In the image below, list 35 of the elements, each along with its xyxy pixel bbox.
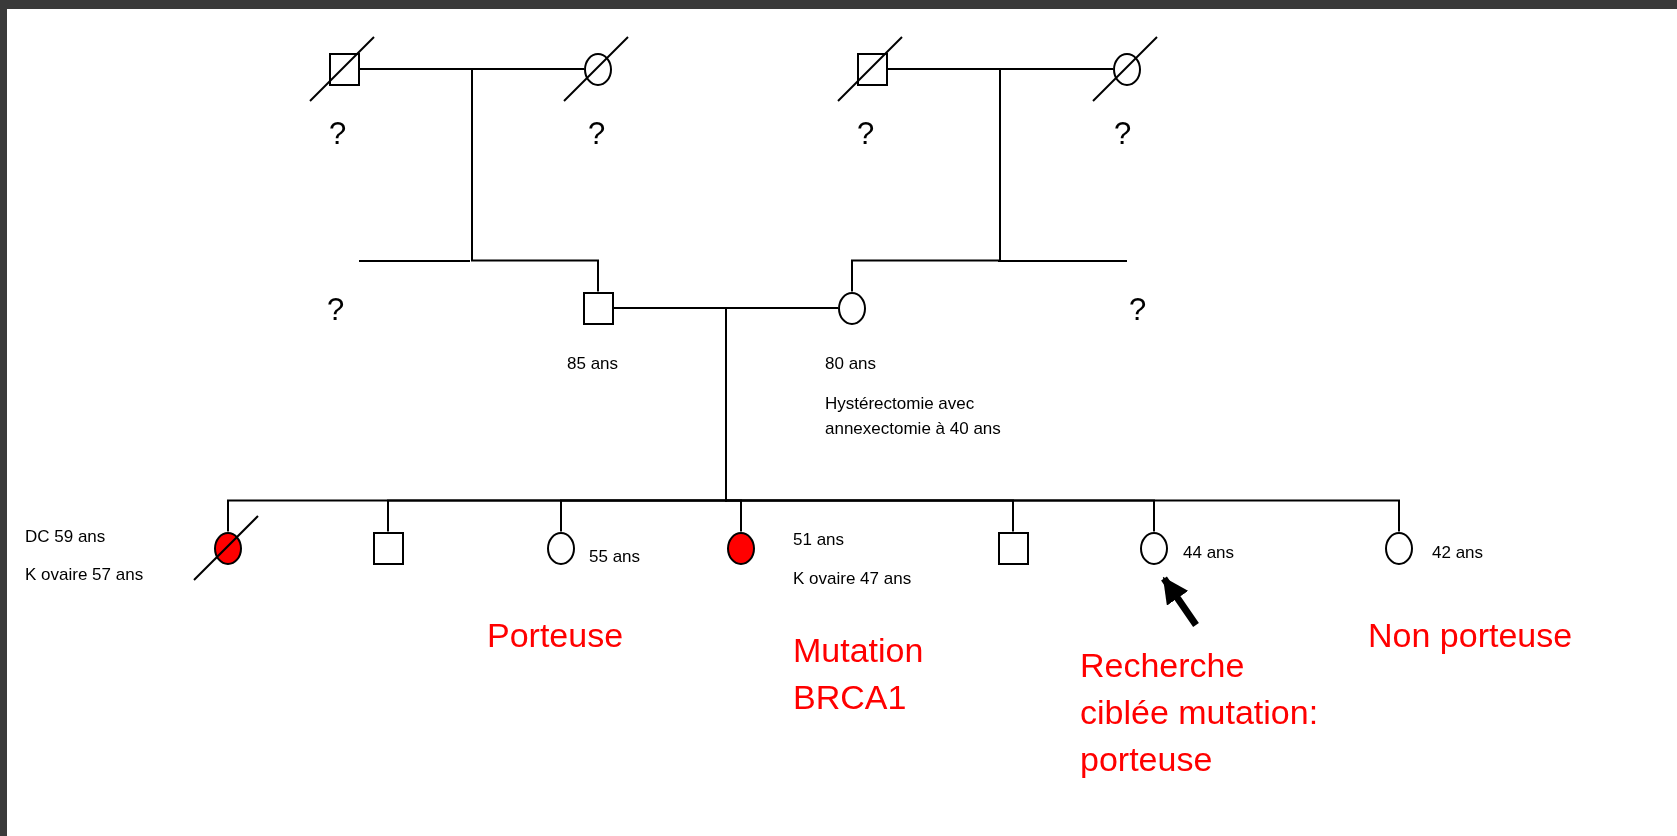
age-note: K ovaire 57 ans xyxy=(25,566,144,583)
question-mark: ? xyxy=(588,118,606,149)
male-square xyxy=(997,531,1029,565)
status-note: Porteuse xyxy=(487,615,624,656)
female-circle xyxy=(584,52,612,86)
age-note: K ovaire 47 ans xyxy=(793,570,912,587)
age-note: 55 ans xyxy=(589,548,641,565)
status-note: Non porteuse xyxy=(1368,615,1573,656)
annotation-text: Recherche ciblée mutation: porteuse xyxy=(1080,625,1340,783)
age-note: 80 ans xyxy=(825,355,877,372)
male-square xyxy=(372,531,404,565)
female-circle xyxy=(838,291,866,325)
question-mark: ? xyxy=(329,118,347,149)
age-note: Hystérectomie avec annexectomie à 40 ans xyxy=(825,393,1002,440)
status-note: Mutation BRCA1 xyxy=(793,630,925,718)
question-mark: ? xyxy=(327,294,345,325)
age-note: 85 ans xyxy=(567,355,619,372)
male-square xyxy=(582,291,614,325)
female-circle xyxy=(547,531,575,565)
pedigree-line xyxy=(851,68,1001,293)
question-mark: ? xyxy=(857,118,875,149)
pointer-arrow xyxy=(1161,576,1199,627)
question-mark: ? xyxy=(1129,294,1147,325)
age-note: 51 ans xyxy=(793,531,845,548)
female-circle-affected xyxy=(214,531,242,565)
question-mark: ? xyxy=(1114,118,1132,149)
age-note: DC 59 ans xyxy=(25,528,106,545)
male-square xyxy=(856,52,888,86)
female-circle xyxy=(1113,52,1141,86)
age-note: 42 ans xyxy=(1432,544,1484,561)
female-circle xyxy=(1385,531,1413,565)
female-circle-affected xyxy=(727,531,755,565)
female-circle xyxy=(1140,531,1168,565)
age-note: 44 ans xyxy=(1183,544,1235,561)
male-square xyxy=(328,52,360,86)
